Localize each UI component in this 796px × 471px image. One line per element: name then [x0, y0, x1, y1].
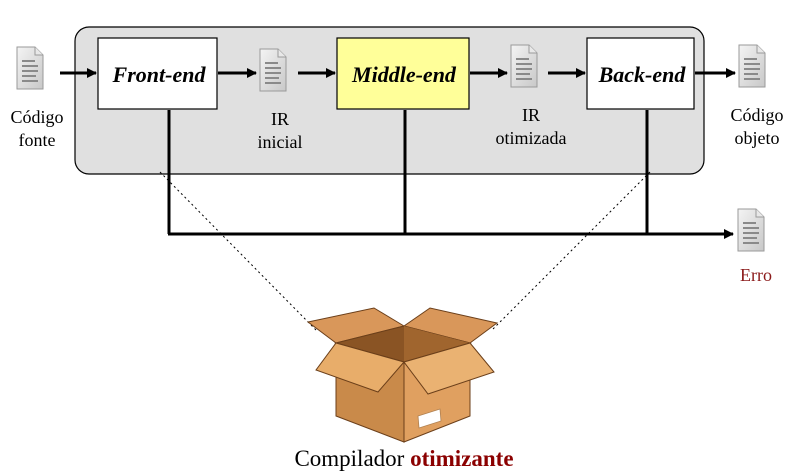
caption-prefix: Compilador [294, 446, 404, 471]
source-label-2: fonte [19, 130, 56, 150]
front-end-box [97, 37, 218, 110]
caption: Compilador otimizante [294, 446, 513, 471]
ir-initial-label-2: inicial [258, 132, 303, 152]
document-icon-source [16, 46, 44, 90]
document-icon-object [738, 44, 766, 88]
dotted-link-left [159, 171, 317, 331]
document-icon-error [737, 208, 765, 252]
object-label: Código [730, 105, 783, 125]
ir-initial-label: IR [271, 109, 289, 129]
back-end-box [586, 37, 695, 110]
dotted-link-right [491, 171, 651, 331]
object-label-2: objeto [735, 128, 780, 148]
middle-end-label: Middle-end [351, 62, 457, 87]
ir-optimized-label-2: otimizada [496, 128, 567, 148]
source-label: Código [10, 107, 63, 127]
open-box-icon [306, 307, 499, 443]
error-label: Erro [740, 265, 772, 285]
document-icon-ir-initial [259, 48, 287, 92]
middle-end-box [336, 37, 470, 110]
document-icon-ir-optimized [510, 44, 538, 88]
caption-emphasis: otimizante [410, 446, 513, 471]
front-end-label: Front-end [112, 62, 207, 87]
back-end-label: Back-end [598, 62, 687, 87]
ir-optimized-label: IR [522, 105, 540, 125]
